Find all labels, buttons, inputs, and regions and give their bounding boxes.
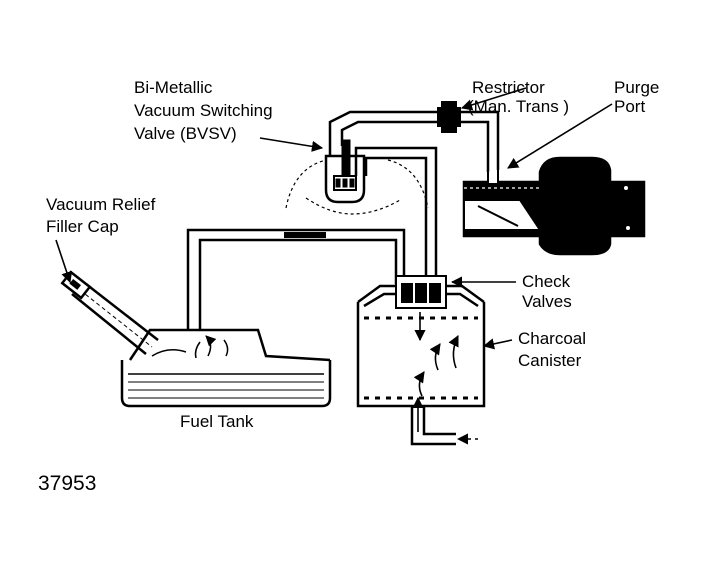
purge-port-label: Purge Port [614,78,664,116]
tank-vent-line [186,228,406,330]
fuel-vapor-wisps [151,335,229,359]
canister-flow-arrows [413,312,459,397]
restrictor [437,101,461,133]
vacuum-relief-filler-cap [60,270,92,300]
restrictor-label: Restrictor (Man. Trans ) [468,78,569,116]
bvsv-housing [285,159,429,215]
bvsv-purge-line [328,110,500,172]
check-valves [395,275,447,309]
check-valves-label: Check Valves [522,272,575,311]
bvsv-label: Bi-Metallic Vacuum Switching Valve (BVSV… [134,78,277,143]
canister-air-inlet [410,396,478,446]
fuel-tank-label: Fuel Tank [180,412,254,431]
leader-arrows [55,87,613,350]
filler-cap-label: Vacuum Relief Filler Cap [46,195,160,236]
charcoal-canister-label: Charcoal Canister [518,329,591,370]
purge-port-throttle-body [462,156,646,256]
fuel-tank [120,328,332,408]
bvsv-valve [324,139,366,204]
bvsv-canister-line [354,146,438,284]
filler-neck [71,283,159,355]
figure-number: 37953 [38,472,96,495]
